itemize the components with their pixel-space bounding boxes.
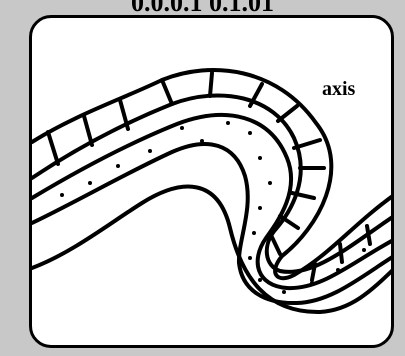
brick-dividers [48, 73, 370, 280]
axis-label: axis [322, 79, 355, 99]
fold-diagram [32, 18, 394, 348]
diagram-panel: axis [29, 15, 394, 348]
figure-caption-top: 0.0.0.1 0.1.01 [0, 0, 405, 16]
layer-line-middle-upper [32, 115, 394, 288]
